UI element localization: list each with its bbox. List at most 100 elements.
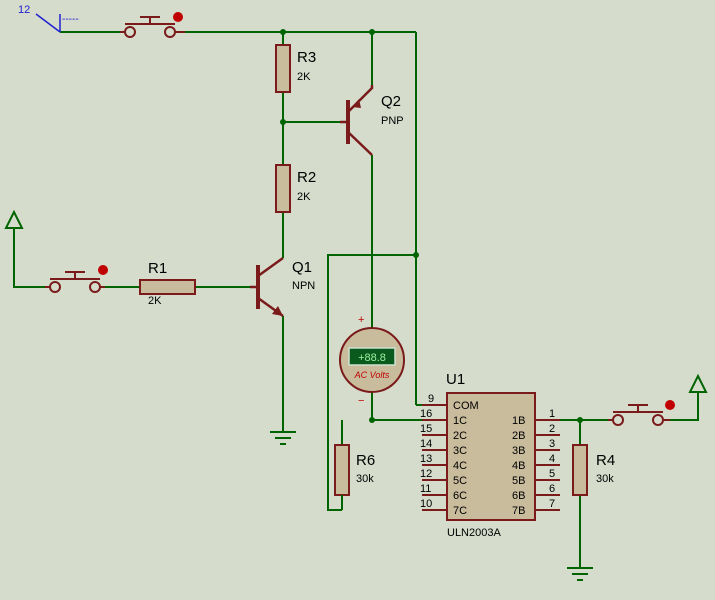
transistor-q2[interactable]: Q2 PNP — [340, 85, 404, 156]
voltmeter-reading: +88.8 — [358, 352, 386, 364]
ground-q1 — [270, 431, 296, 445]
svg-text:5: 5 — [549, 468, 555, 480]
pushbutton-top-indicator[interactable] — [173, 12, 183, 22]
svg-text:5B: 5B — [512, 475, 525, 487]
power-terminal-value: ----- — [62, 14, 79, 25]
r1-name: R1 — [148, 260, 167, 277]
svg-text:2C: 2C — [453, 430, 467, 442]
svg-text:13: 13 — [420, 453, 432, 465]
junction-q2-emitter — [369, 29, 375, 35]
pushbutton-right-indicator[interactable] — [665, 400, 675, 410]
svg-text:5C: 5C — [453, 475, 467, 487]
ic-pin-5c[interactable]: 12 5C — [420, 468, 467, 487]
svg-text:7B: 7B — [512, 505, 525, 517]
svg-text:10: 10 — [420, 498, 432, 510]
svg-text:11: 11 — [420, 483, 431, 495]
wire-left-input — [13, 228, 45, 288]
svg-text:4: 4 — [549, 453, 555, 465]
voltmeter-plus: + — [358, 314, 364, 326]
ic-pin-1b[interactable]: 1 1B — [512, 408, 560, 427]
junction-vm-bottom — [369, 417, 375, 423]
power-arrow-right — [688, 373, 708, 393]
ic-pin-1c[interactable]: 16 1C — [420, 408, 467, 427]
junction-r3-top — [280, 29, 286, 35]
ic-pin-2c[interactable]: 15 2C — [420, 423, 467, 442]
svg-text:4C: 4C — [453, 460, 467, 472]
q2-emitter-arrow — [352, 99, 361, 108]
power-arrow-left — [4, 209, 24, 229]
ic-body — [446, 392, 536, 521]
voltmeter-label: AC Volts — [354, 370, 390, 380]
ic-right-pins: 1 1B 2 2B 3 3B 4 4B 5 5B — [512, 408, 560, 517]
wire-right-input — [670, 392, 699, 421]
svg-text:3B: 3B — [512, 445, 525, 457]
junction-q2-base — [280, 119, 286, 125]
ic-pin-4c[interactable]: 13 4C — [420, 453, 467, 472]
pushbutton-left[interactable] — [45, 265, 108, 293]
q1-emitter-arrow — [272, 306, 283, 316]
q2-type: PNP — [381, 115, 404, 127]
wire-vm-bottom — [371, 392, 422, 421]
svg-text:6B: 6B — [512, 490, 525, 502]
svg-text:16: 16 — [420, 408, 432, 420]
ic-pin-4b[interactable]: 4 4B — [512, 453, 560, 472]
junction-bus — [413, 252, 419, 258]
ic-pin-7c[interactable]: 10 7C — [420, 498, 467, 517]
resistor-r2[interactable]: R2 2K — [275, 164, 316, 213]
svg-text:1B: 1B — [512, 415, 525, 427]
voltmeter[interactable]: +88.8 AC Volts + − — [339, 314, 405, 407]
ic-pin-com[interactable]: 9 COM — [422, 393, 479, 412]
voltmeter-display — [348, 347, 396, 366]
ground-r4 — [567, 567, 593, 581]
q1-name: Q1 — [292, 259, 312, 276]
resistor-r1[interactable]: R1 2K — [139, 260, 196, 307]
svg-text:6C: 6C — [453, 490, 467, 502]
pushbutton-left-indicator[interactable] — [98, 265, 108, 275]
pushbutton-top[interactable] — [120, 12, 185, 38]
ic-pin-3c[interactable]: 14 3C — [420, 438, 467, 457]
voltmeter-minus: − — [358, 395, 364, 407]
svg-text:4B: 4B — [512, 460, 525, 472]
r2-value: 2K — [297, 191, 311, 203]
ic-u1[interactable]: U1 ULN2003A 9 COM 16 1C 15 2C 14 3C — [420, 371, 560, 539]
power-terminal[interactable]: 12 ----- — [18, 4, 79, 33]
ic-name: U1 — [446, 371, 465, 388]
ic-pin-2b[interactable]: 2 2B — [512, 423, 560, 442]
wires — [13, 31, 699, 568]
transistor-q1[interactable]: Q1 NPN — [250, 256, 315, 318]
r3-value: 2K — [297, 71, 311, 83]
wire-bus-r6 — [327, 254, 416, 511]
svg-text:14: 14 — [420, 438, 432, 450]
ic-part: ULN2003A — [447, 527, 501, 539]
ic-left-pins: 16 1C 15 2C 14 3C 13 4C 12 5C — [420, 408, 467, 517]
resistor-r6[interactable]: R6 30k — [334, 444, 375, 510]
ic-pin-5b[interactable]: 5 5B — [512, 468, 560, 487]
r3-name: R3 — [297, 49, 316, 66]
junctions — [280, 29, 583, 423]
ic-pin-3b[interactable]: 3 3B — [512, 438, 560, 457]
resistor-r3[interactable]: R3 2K — [275, 44, 316, 93]
power-terminal-label: 12 — [18, 4, 30, 16]
r4-name: R4 — [596, 452, 615, 469]
svg-text:7C: 7C — [453, 505, 467, 517]
r6-name: R6 — [356, 452, 375, 469]
pushbutton-right[interactable] — [608, 400, 675, 426]
junction-pin1 — [577, 417, 583, 423]
svg-text:3: 3 — [549, 438, 555, 450]
q2-name: Q2 — [381, 93, 401, 110]
svg-text:15: 15 — [420, 423, 432, 435]
svg-text:6: 6 — [549, 483, 555, 495]
pin-com-name: COM — [453, 400, 479, 412]
pin-com-num: 9 — [428, 393, 434, 405]
svg-text:7: 7 — [549, 498, 555, 510]
ic-pin-7b[interactable]: 7 7B — [512, 498, 560, 517]
svg-text:2: 2 — [549, 423, 555, 435]
r6-value: 30k — [356, 473, 374, 485]
ic-pin-6c[interactable]: 11 6C — [420, 483, 467, 502]
r2-name: R2 — [297, 169, 316, 186]
resistor-r4[interactable]: R4 30k — [572, 444, 615, 496]
power-terminal-icon — [35, 13, 61, 33]
svg-text:1C: 1C — [453, 415, 467, 427]
ic-pin-6b[interactable]: 6 6B — [512, 483, 560, 502]
